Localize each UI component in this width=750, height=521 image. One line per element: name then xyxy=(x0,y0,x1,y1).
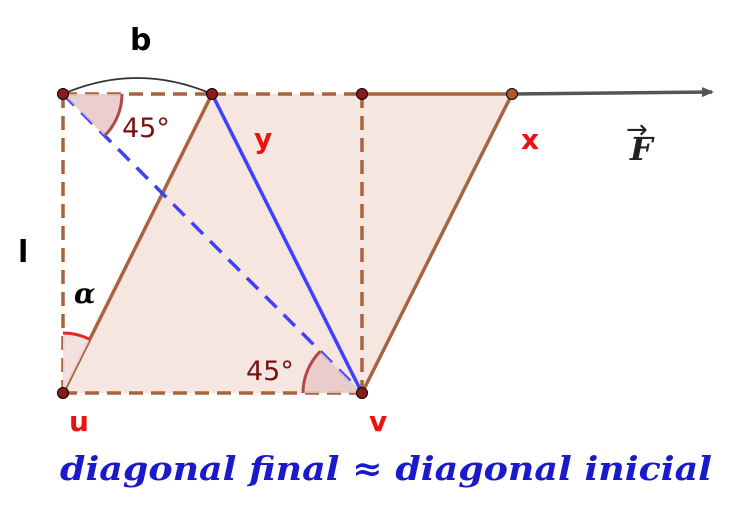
label-point-y: y xyxy=(254,122,272,155)
label-point-x: x xyxy=(521,123,539,156)
label-l: l xyxy=(18,235,28,270)
label-force: F xyxy=(629,130,655,168)
label-b: b xyxy=(130,23,151,58)
initial-diagonal-dashed xyxy=(61,92,364,395)
alpha-angle-arc xyxy=(62,331,91,341)
angle-marker-bottom xyxy=(303,351,362,393)
label-point-v: v xyxy=(369,405,387,438)
label-angle-bottom: 45° xyxy=(246,356,294,387)
label-alpha: α xyxy=(74,277,96,310)
caption-diagonal: diagonal final ≈ diagonal inicial xyxy=(60,449,712,488)
angle-arc-top xyxy=(103,93,124,137)
point-top-left xyxy=(57,88,69,100)
final-diagonal xyxy=(210,93,364,394)
point-y-marker xyxy=(206,88,218,100)
label-force-arrow: → xyxy=(626,115,648,145)
point-top-right-square xyxy=(356,88,368,100)
angle-marker-top xyxy=(63,94,122,136)
label-angle-top: 45° xyxy=(122,113,170,144)
force-arrow xyxy=(511,87,714,98)
point-u-marker xyxy=(57,387,69,399)
point-v-marker xyxy=(356,387,368,399)
displacement-arc xyxy=(62,77,213,95)
parallelogram-right-edge xyxy=(360,93,514,394)
label-point-u: u xyxy=(69,405,89,438)
alpha-angle-marker xyxy=(63,333,90,393)
point-x-marker xyxy=(506,88,518,100)
angle-arc-bottom xyxy=(301,350,322,394)
